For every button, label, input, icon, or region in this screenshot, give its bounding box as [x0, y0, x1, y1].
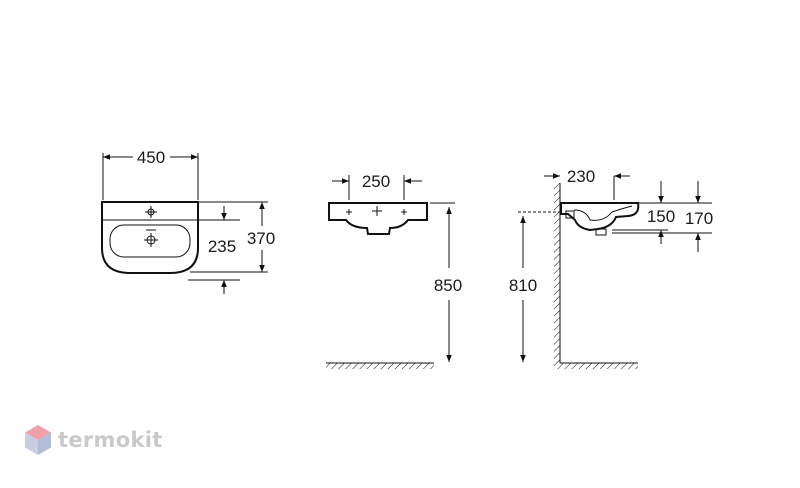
- brand-watermark: termokit: [24, 424, 163, 456]
- floor-hatch: [326, 363, 434, 369]
- tap-holes-front-icon: [346, 206, 407, 216]
- dim-inner-depth-label: 235: [208, 237, 236, 256]
- dim-rim-height-label: 850: [434, 276, 462, 295]
- dim-bowl-depth-label: 150: [647, 207, 675, 226]
- bowl-inner-top: [109, 224, 191, 258]
- dim-rim-to-bracket-label: 170: [685, 209, 713, 228]
- hexagon-logo-icon: [25, 425, 51, 455]
- dim-width-label: 450: [137, 148, 165, 167]
- top-view: 450 235 370: [101, 148, 275, 294]
- tap-hole-icon: [145, 206, 157, 218]
- front-elevation: 250 850: [326, 172, 462, 369]
- basin-outline-top: [101, 201, 199, 274]
- dim-wall-offset-label: 230: [567, 167, 595, 186]
- dim-bracket-height-label: 810: [509, 276, 537, 295]
- basin-outline-front: [328, 202, 428, 235]
- brand-name: termokit: [58, 428, 163, 452]
- side-floor-hatch: [554, 363, 638, 369]
- side-elevation: 230 810 150 170: [509, 167, 713, 369]
- dim-outer-depth-label: 370: [247, 229, 275, 248]
- dim-tap-spacing-label: 250: [362, 172, 390, 191]
- wall-hatch: [554, 183, 560, 363]
- drain-icon: [144, 229, 158, 247]
